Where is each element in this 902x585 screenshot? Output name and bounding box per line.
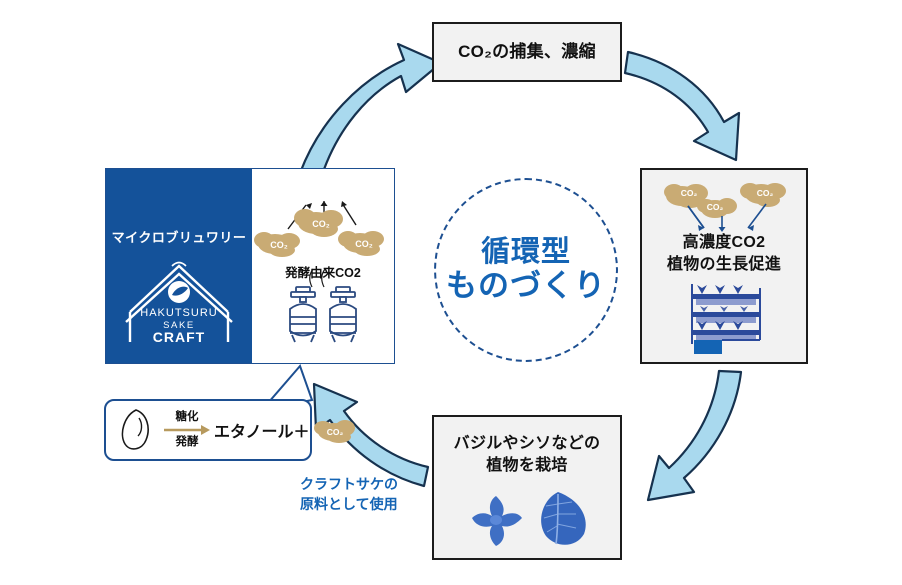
cloud-label: CO₂ [757,188,774,198]
fermentation-co2-illustration: CO₂ CO₂ CO₂ 発酵由来CO2 [254,201,384,343]
center-label-line1: 循環型 [480,236,571,269]
callout-top-word: 糖化 [175,411,199,424]
arrow-brewery-to-capture [298,42,443,177]
rice-grain-icon [121,409,149,450]
cloud-label: CO₂ [326,427,343,437]
reaction-steps: 糖化 発酵 [162,411,212,448]
vertical-farm-rack-icon [691,284,761,354]
basil-sprig-icon [472,496,522,546]
logo-line2: SAKE [163,320,195,331]
node-grow-title-line2: 植物の生長促進 [666,255,782,273]
caption-line1: クラフトサケの [300,476,398,492]
node-high-concentration-co2[interactable]: CO₂ CO₂ CO₂ 高濃度CO2 植物の生長促進 [640,168,808,364]
callout-bottom-word: 発酵 [175,436,199,448]
center-label-line2: ものづくり [446,267,606,303]
node-plants-title-line2: 植物を栽培 [486,456,568,474]
cloud-label: CO₂ [312,219,330,229]
shiso-leaf-icon [541,492,586,545]
node-grow-title-line1: 高濃度CO2 [682,234,766,251]
node-plant-cultivation[interactable]: バジルやシソなどの 植物を栽培 [432,415,622,560]
node-plants-title: バジルやシソなどの 植物を栽培 [454,433,601,476]
cloud-label: CO₂ [681,188,698,198]
craft-sake-usage-caption: クラフトサケの 原料として使用 [300,474,430,515]
node-microbrewery[interactable]: マイクロブリュワリー HAKUTSURU SAKE [105,168,395,364]
cloud-label: CO₂ [270,240,288,250]
callout-co2-cloud: CO₂ [313,420,355,443]
brewery-logo-panel: マイクロブリュワリー HAKUTSURU SAKE [106,169,252,363]
fermentation-reaction-callout[interactable]: 糖化 発酵 エタノール＋ CO₂ [104,399,355,461]
reaction-arrow-icon [164,425,210,435]
microbrewery-label: マイクロブリュワリー [111,230,247,245]
logo-line3: CRAFT [153,329,205,345]
arrow-capture-to-grow [623,50,741,162]
center-concept-circle: 循環型 ものづくり [434,178,618,362]
node-co2-capture[interactable]: CO₂の捕集、濃縮 [432,22,622,82]
brewery-fermentation-panel: CO₂ CO₂ CO₂ 発酵由来CO2 [252,169,394,363]
plants-illustration [472,492,586,546]
grow-clouds-illustration: CO₂ CO₂ CO₂ [664,183,786,232]
caption-line2: 原料として使用 [300,496,398,513]
node-grow-title: 高濃度CO2 植物の生長促進 [667,232,781,275]
node-capture-title: CO₂の捕集、濃縮 [458,41,596,61]
node-plants-title-line1: バジルやシソなどの [453,435,601,452]
cloud-label: CO₂ [707,202,724,212]
arrow-grow-to-plants [646,369,743,502]
hakutsuru-sake-craft-logo: HAKUTSURU SAKE CRAFT [125,261,233,345]
cloud-label: CO₂ [355,239,373,249]
callout-product-label: エタノール＋ [214,424,310,441]
logo-line1: HAKUTSURU [140,307,217,319]
fermentation-label: 発酵由来CO2 [284,265,361,280]
